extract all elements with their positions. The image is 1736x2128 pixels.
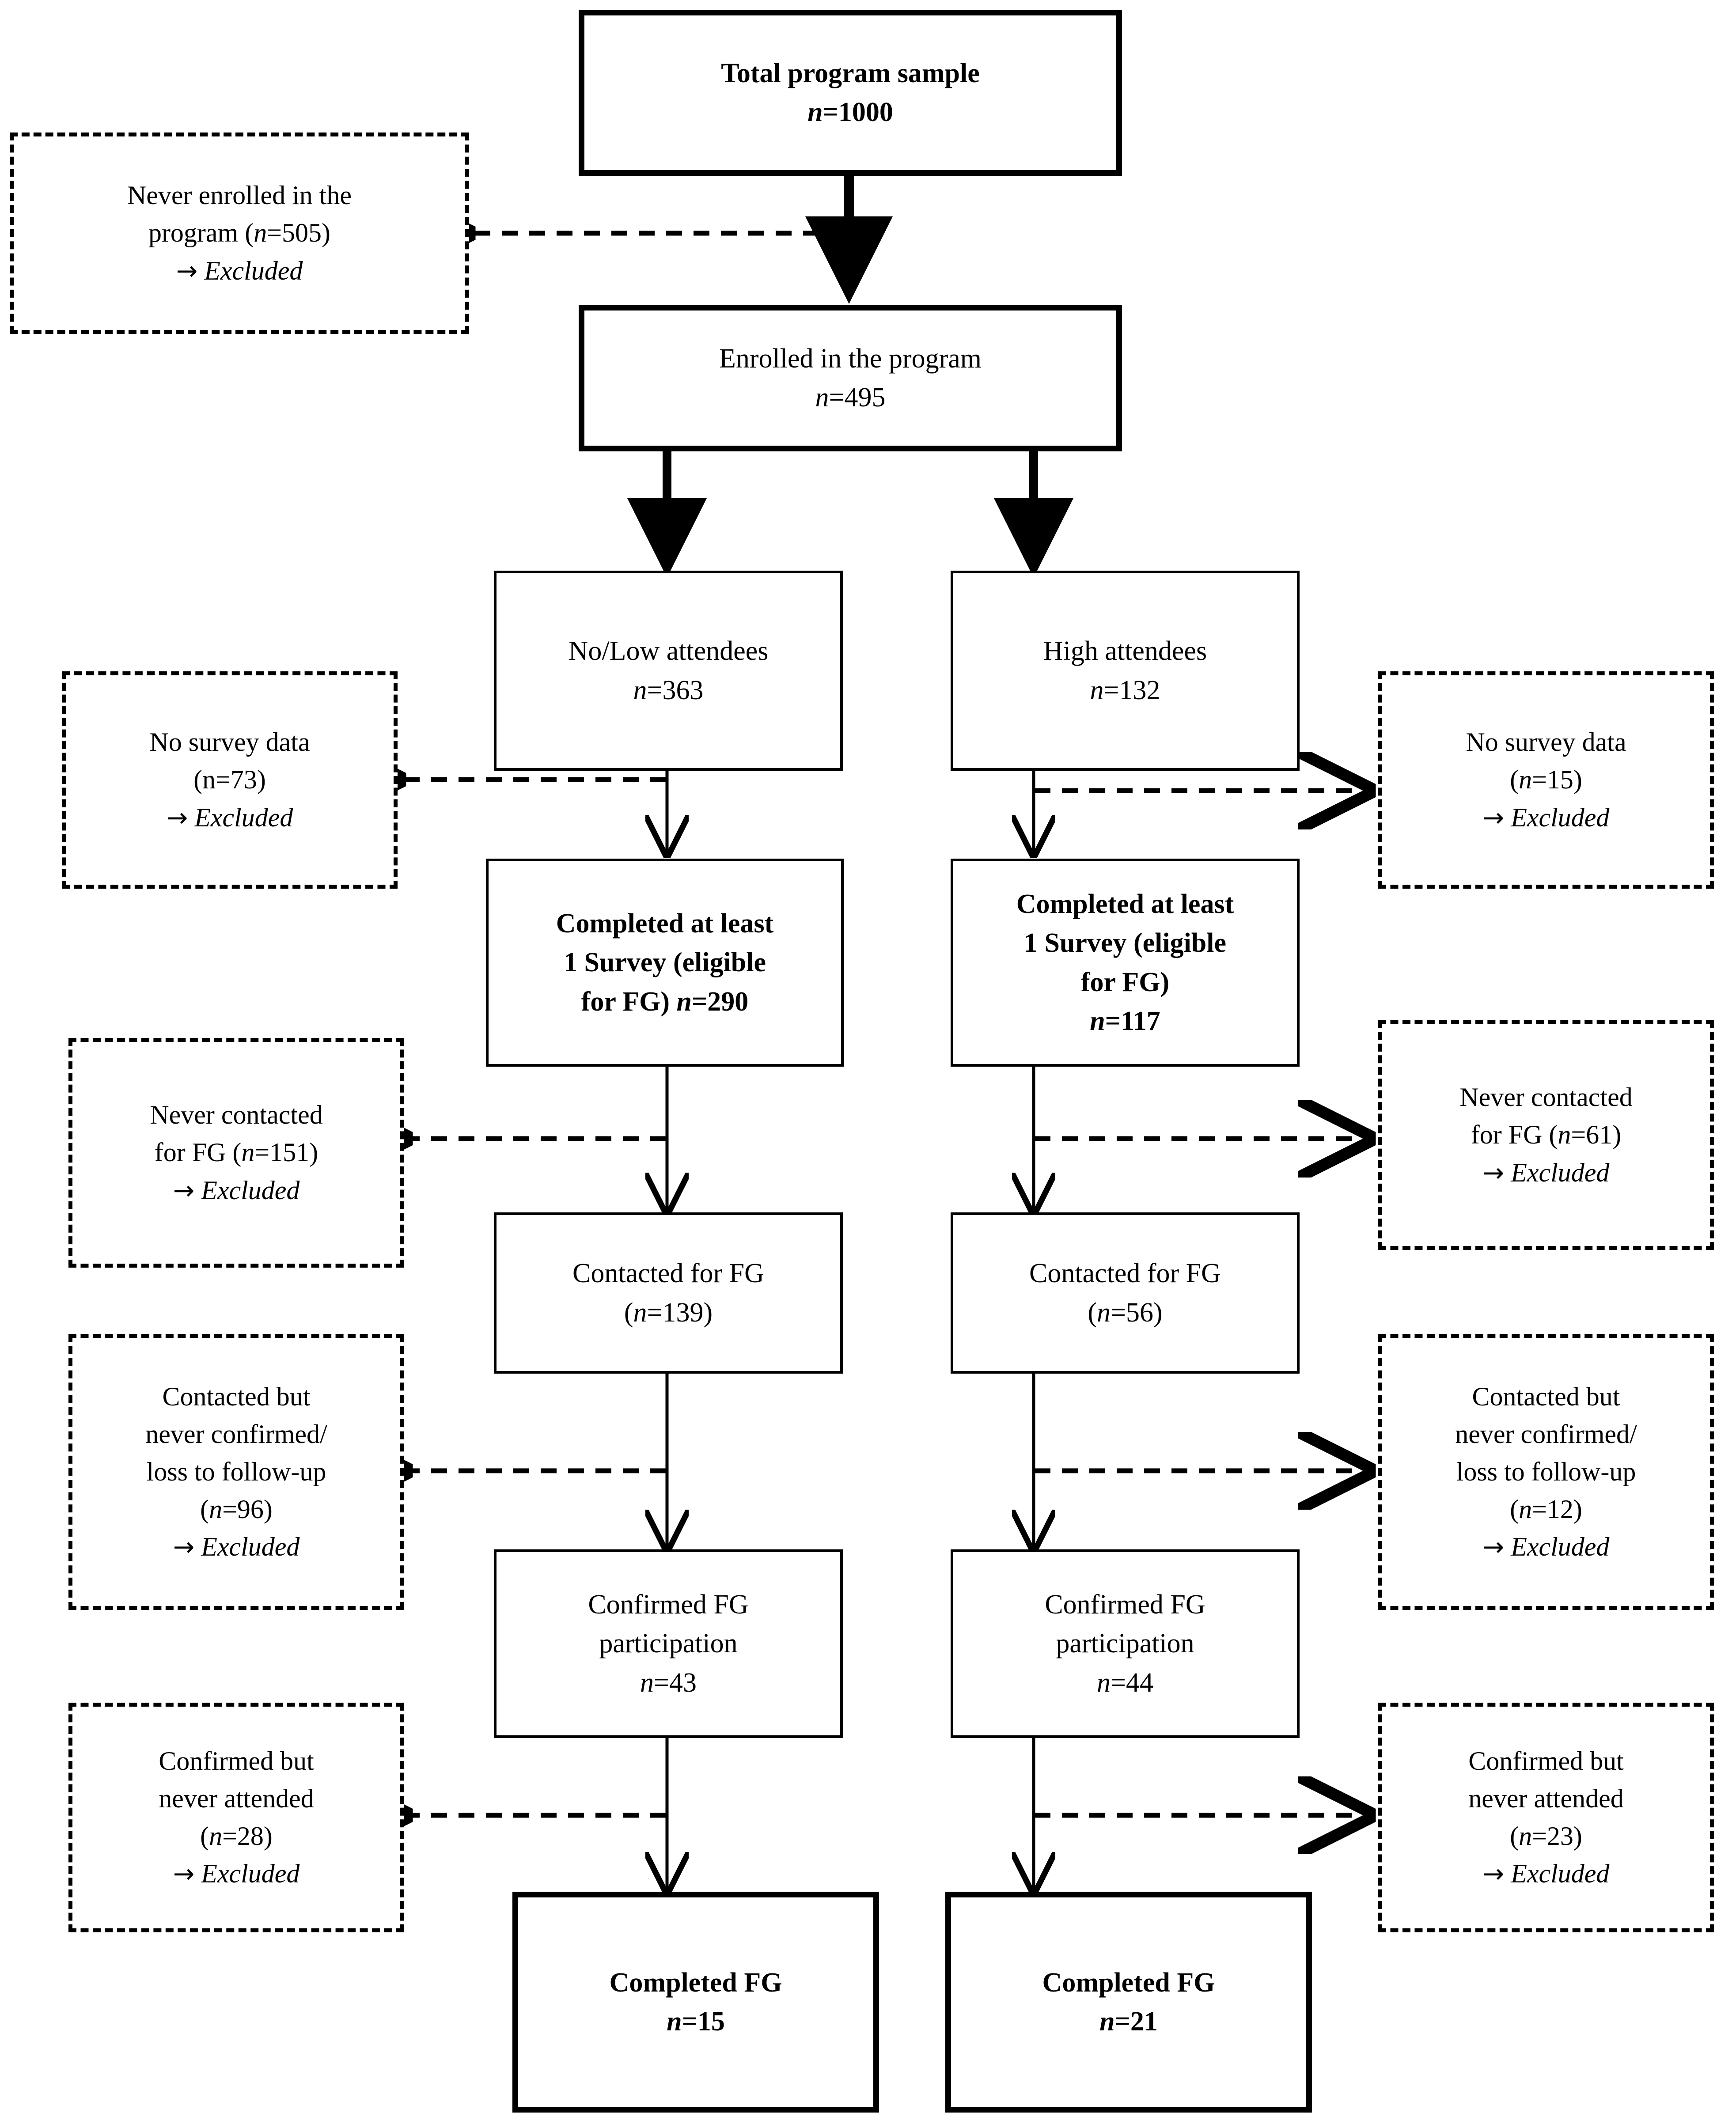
right-arrow-icon: → — [176, 255, 198, 286]
right-arrow-icon: → — [1482, 1157, 1505, 1188]
completed-left-title: Completed FG — [609, 1967, 782, 1998]
high-count: n=132 — [1090, 675, 1160, 705]
nevercontacted-right-count: for FG (n=61) — [1471, 1120, 1622, 1150]
node-contacted-right: Contacted for FG (n=56) — [951, 1212, 1300, 1374]
nosurvey-left-count: (n=73) — [193, 765, 266, 795]
nosurvey-right-excluded: → Excluded — [1482, 802, 1610, 833]
right-arrow-icon: → — [166, 802, 188, 833]
nosurvey-right-count: (n=15) — [1510, 765, 1582, 795]
confirmed-right-line2: participation — [1056, 1628, 1194, 1659]
completed-right-count: n=21 — [1099, 2007, 1158, 2037]
right-arrow-icon: → — [173, 1532, 195, 1562]
node-never-contacted-left: Never contacted for FG (n=151) → Exclude… — [68, 1038, 404, 1268]
neverconfirmed-right-excluded: → Excluded — [1482, 1532, 1610, 1562]
neverattended-right-count: (n=23) — [1510, 1821, 1582, 1851]
confirmed-right-line1: Confirmed FG — [1045, 1590, 1205, 1620]
node-never-attended-left: Confirmed but never attended (n=28) → Ex… — [68, 1703, 404, 1932]
node-total-program-sample: Total program sample n=1000 — [579, 10, 1122, 176]
neverattended-left-excluded: → Excluded — [173, 1859, 300, 1889]
node-completed-fg-left: Completed FG n=15 — [512, 1892, 879, 2113]
contacted-left-title: Contacted for FG — [572, 1258, 764, 1289]
node-confirmed-right: Confirmed FG participation n=44 — [951, 1549, 1300, 1738]
never-enrolled-line2: program (n=505) — [148, 218, 331, 248]
total-sample-title: Total program sample — [721, 58, 980, 88]
never-enrolled-line1: Never enrolled in the — [127, 181, 352, 210]
node-completed-fg-right: Completed FG n=21 — [945, 1892, 1312, 2113]
node-never-enrolled: Never enrolled in the program (n=505) → … — [10, 133, 469, 334]
confirmed-left-count: n=43 — [640, 1667, 697, 1698]
nevercontacted-right-line1: Never contacted — [1459, 1083, 1633, 1112]
enrolled-count: n=495 — [815, 382, 886, 413]
node-survey-right: Completed at least 1 Survey (eligible fo… — [951, 859, 1300, 1067]
neverattended-right-line2: never attended — [1468, 1783, 1624, 1813]
enrolled-title: Enrolled in the program — [719, 343, 982, 374]
node-high-attendees: High attendees n=132 — [951, 571, 1300, 771]
right-arrow-icon: → — [173, 1859, 195, 1889]
right-arrow-icon: → — [173, 1175, 195, 1205]
node-survey-left: Completed at least 1 Survey (eligible fo… — [486, 859, 844, 1067]
node-never-contacted-right: Never contacted for FG (n=61) → Excluded — [1378, 1020, 1714, 1250]
contacted-left-count: (n=139) — [624, 1297, 713, 1328]
survey-right-line3: for FG) — [1080, 967, 1170, 997]
node-never-confirmed-left: Contacted but never confirmed/ loss to f… — [68, 1334, 404, 1610]
confirmed-left-line2: participation — [599, 1628, 738, 1659]
nosurvey-right-line1: No survey data — [1466, 727, 1626, 757]
confirmed-left-line1: Confirmed FG — [588, 1590, 749, 1620]
right-arrow-icon: → — [1482, 1532, 1505, 1562]
nevercontacted-left-excluded: → Excluded — [173, 1175, 300, 1205]
neverattended-right-line1: Confirmed but — [1468, 1746, 1624, 1776]
confirmed-right-count: n=44 — [1097, 1667, 1153, 1698]
node-no-survey-data-left: No survey data (n=73) → Excluded — [62, 671, 398, 889]
nevercontacted-right-excluded: → Excluded — [1482, 1157, 1610, 1188]
neverconfirmed-left-line3: loss to follow-up — [146, 1457, 326, 1486]
nevercontacted-left-count: for FG (n=151) — [154, 1138, 318, 1167]
completed-left-count: n=15 — [667, 2007, 725, 2037]
node-no-low-attendees: No/Low attendees n=363 — [494, 571, 843, 771]
survey-right-count: n=117 — [1090, 1006, 1160, 1036]
neverconfirmed-right-line2: never confirmed/ — [1455, 1419, 1637, 1449]
nolow-title: No/Low attendees — [568, 636, 769, 666]
neverconfirmed-right-count: (n=12) — [1510, 1495, 1582, 1524]
survey-left-line1: Completed at least — [556, 909, 774, 939]
total-sample-count: n=1000 — [807, 97, 893, 127]
survey-right-line1: Completed at least — [1016, 889, 1234, 920]
nosurvey-left-excluded: → Excluded — [166, 802, 293, 833]
contacted-right-title: Contacted for FG — [1029, 1258, 1221, 1289]
nosurvey-left-line1: No survey data — [149, 727, 310, 757]
node-contacted-left: Contacted for FG (n=139) — [494, 1212, 843, 1374]
neverattended-right-excluded: → Excluded — [1482, 1859, 1610, 1889]
neverconfirmed-left-line1: Contacted but — [162, 1382, 311, 1411]
neverattended-left-line2: never attended — [159, 1783, 314, 1813]
neverconfirmed-left-line2: never confirmed/ — [145, 1419, 327, 1449]
survey-left-line2: 1 Survey (eligible — [563, 947, 766, 978]
right-arrow-icon: → — [1482, 802, 1505, 833]
neverattended-left-count: (n=28) — [200, 1821, 273, 1851]
completed-right-title: Completed FG — [1042, 1967, 1215, 1998]
contacted-right-count: (n=56) — [1088, 1297, 1163, 1328]
high-title: High attendees — [1043, 636, 1207, 666]
nevercontacted-left-line1: Never contacted — [150, 1100, 323, 1130]
never-enrolled-excluded: → Excluded — [176, 255, 303, 286]
node-no-survey-data-right: No survey data (n=15) → Excluded — [1378, 671, 1714, 889]
neverconfirmed-right-line1: Contacted but — [1472, 1382, 1620, 1411]
nolow-count: n=363 — [633, 675, 704, 705]
neverconfirmed-right-line3: loss to follow-up — [1456, 1457, 1636, 1486]
node-never-attended-right: Confirmed but never attended (n=23) → Ex… — [1378, 1703, 1714, 1932]
survey-left-line3: for FG) n=290 — [581, 986, 749, 1017]
neverconfirmed-left-count: (n=96) — [200, 1495, 273, 1524]
right-arrow-icon: → — [1482, 1859, 1505, 1889]
node-confirmed-left: Confirmed FG participation n=43 — [494, 1549, 843, 1738]
node-never-confirmed-right: Contacted but never confirmed/ loss to f… — [1378, 1334, 1714, 1610]
neverconfirmed-left-excluded: → Excluded — [173, 1532, 300, 1562]
survey-right-line2: 1 Survey (eligible — [1023, 928, 1227, 958]
node-enrolled: Enrolled in the program n=495 — [579, 305, 1122, 451]
neverattended-left-line1: Confirmed but — [159, 1746, 314, 1776]
